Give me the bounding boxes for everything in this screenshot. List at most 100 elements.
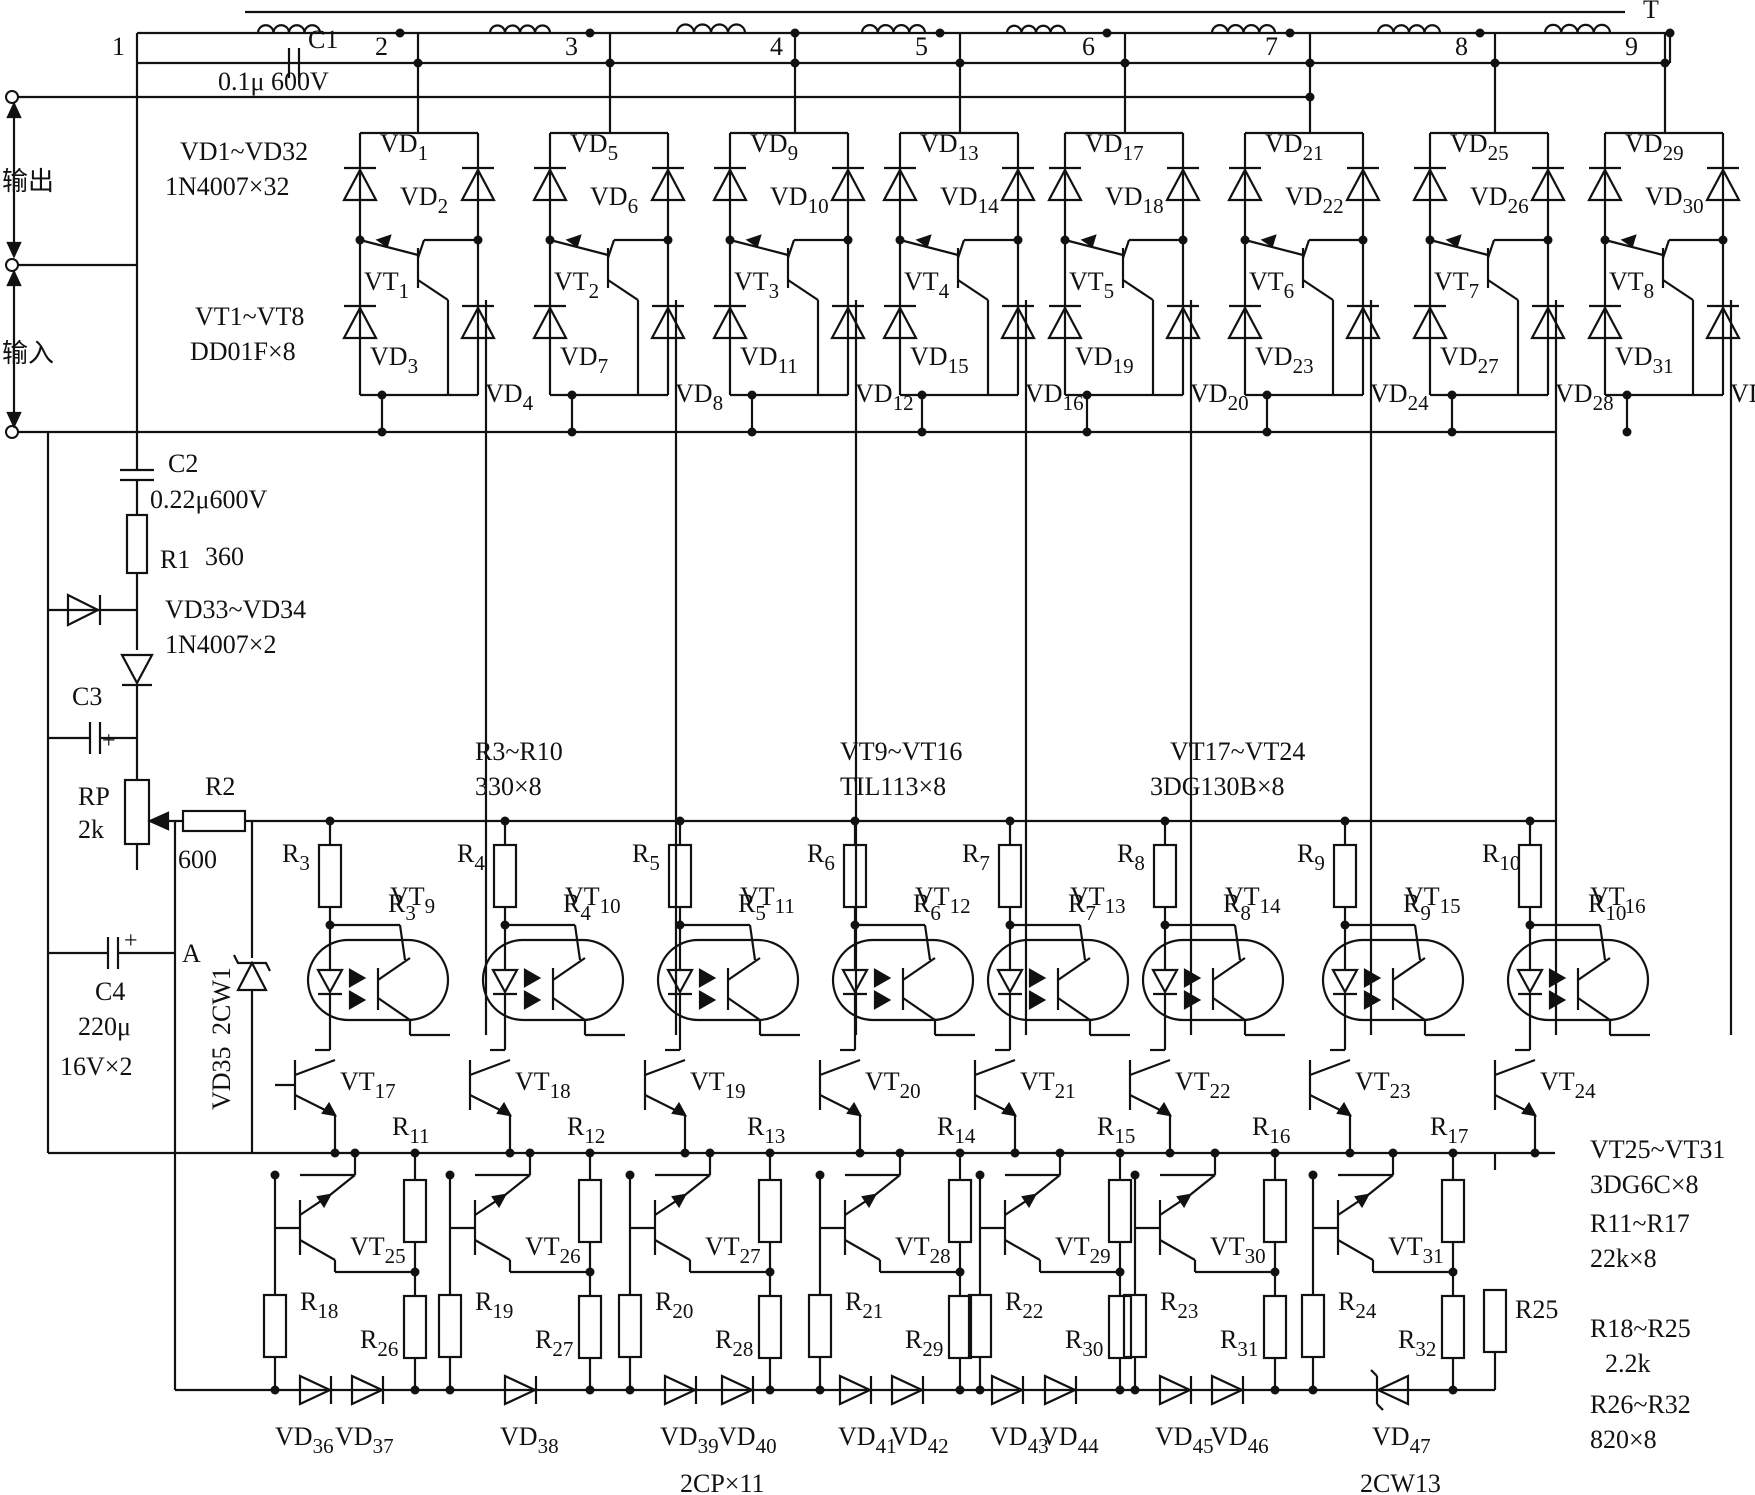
optocoupler	[831, 938, 975, 1022]
series-diode	[720, 1374, 755, 1406]
optocoupler	[656, 938, 800, 1022]
resistor	[1332, 843, 1358, 909]
transformer-winding	[1376, 24, 1442, 34]
resistor-label: R23	[1160, 1287, 1198, 1323]
diode-label: VD20	[1190, 379, 1249, 415]
vt17-24-label: VT17~VT24	[1170, 737, 1305, 766]
transistor-label: VT2	[554, 267, 599, 303]
diode-label: VD3	[370, 342, 418, 378]
bridge-diode	[1047, 304, 1083, 340]
transistor-label: VT30	[1210, 1232, 1266, 1268]
node-number: 4	[770, 32, 783, 61]
diode-label: VD38	[500, 1422, 559, 1458]
r2-value: 600	[178, 845, 217, 874]
terminal-out-1[interactable]	[5, 90, 19, 104]
resistor-label: R9	[1297, 839, 1325, 875]
series-diode	[890, 1374, 925, 1406]
r18-25-label: R18~R25	[1590, 1314, 1691, 1343]
c4-value: 220μ	[78, 1012, 131, 1041]
c4-value2: 16V×2	[60, 1052, 132, 1081]
diode-label: VD5	[570, 129, 618, 165]
transistor-label: VT27	[705, 1232, 761, 1268]
resistor-label: R30	[1065, 1325, 1103, 1361]
diode-label: VD31	[1615, 342, 1674, 378]
bridge-diode	[1345, 166, 1381, 202]
bridge-diode	[1530, 166, 1566, 202]
resistor-label: R10	[1482, 839, 1520, 875]
series-diode	[1043, 1374, 1078, 1406]
resistor-label: R28	[715, 1325, 753, 1361]
resistor-label: R3	[282, 839, 310, 875]
diode-label: VD41	[838, 1422, 897, 1458]
transformer-winding	[675, 23, 747, 34]
vd33-34-label: VD33~VD34	[165, 595, 306, 624]
r1-label: R1	[160, 545, 190, 574]
resistor-label: R31	[1220, 1325, 1258, 1361]
optocoupler	[986, 938, 1130, 1022]
node-a: A	[182, 939, 201, 968]
bridge-diode	[1705, 166, 1741, 202]
diode-label: VD6	[590, 182, 638, 218]
resistor	[997, 843, 1023, 909]
opto-label: VT15	[1405, 882, 1461, 918]
terminal-common[interactable]	[5, 258, 19, 272]
diode-label: VD22	[1285, 182, 1344, 218]
diode-label: VD29	[1625, 129, 1684, 165]
optocoupler	[1141, 938, 1285, 1022]
transistor-label: VT21	[1020, 1067, 1076, 1103]
node-number: 9	[1625, 32, 1638, 61]
resistor-label: R32	[1398, 1325, 1436, 1361]
resistor-label: R8	[1117, 839, 1145, 875]
resistor-label: R7	[1068, 889, 1096, 925]
r26-32-label: R26~R32	[1590, 1390, 1691, 1419]
vt25-31-part: 3DG6C×8	[1590, 1170, 1699, 1199]
transistor-label: VT31	[1388, 1232, 1444, 1268]
resistor	[1122, 1293, 1148, 1359]
resistor-r25	[1482, 1153, 1508, 1390]
diode-label: VD36	[275, 1422, 334, 1458]
bridge-diode	[830, 166, 866, 202]
resistor	[577, 1294, 603, 1360]
r18-25-value: 2.2k	[1605, 1349, 1651, 1378]
resistor	[577, 1178, 603, 1244]
resistor	[492, 843, 518, 909]
optocoupler	[306, 938, 450, 1022]
diode-label: VD7	[560, 342, 608, 378]
transformer-winding	[860, 24, 927, 34]
resistor	[1440, 1178, 1466, 1244]
transistor-label: VT26	[525, 1232, 581, 1268]
series-diode	[990, 1374, 1025, 1406]
resistor-label: R15	[1097, 1112, 1135, 1148]
resistor	[402, 1294, 428, 1360]
series-diode	[1210, 1374, 1245, 1406]
resistor	[1262, 1178, 1288, 1244]
resistor	[262, 1293, 288, 1359]
transistor-label: VT6	[1249, 267, 1294, 303]
transistor-label: VT24	[1540, 1067, 1596, 1103]
c4-plus: +	[124, 928, 138, 954]
resistor	[1262, 1294, 1288, 1360]
transistor-label: VT4	[904, 267, 950, 303]
r26-32-value: 820×8	[1590, 1425, 1657, 1454]
terminal-in-1[interactable]	[5, 425, 19, 439]
capacitor-c1	[287, 48, 301, 78]
resistor	[1152, 843, 1178, 909]
transistor-label: VT25	[350, 1232, 406, 1268]
resistor-label: R16	[1252, 1112, 1290, 1148]
c4-label: C4	[95, 977, 125, 1006]
node-number: 1	[112, 32, 125, 61]
diode-label: VD18	[1105, 182, 1164, 218]
terminals	[5, 90, 1555, 439]
